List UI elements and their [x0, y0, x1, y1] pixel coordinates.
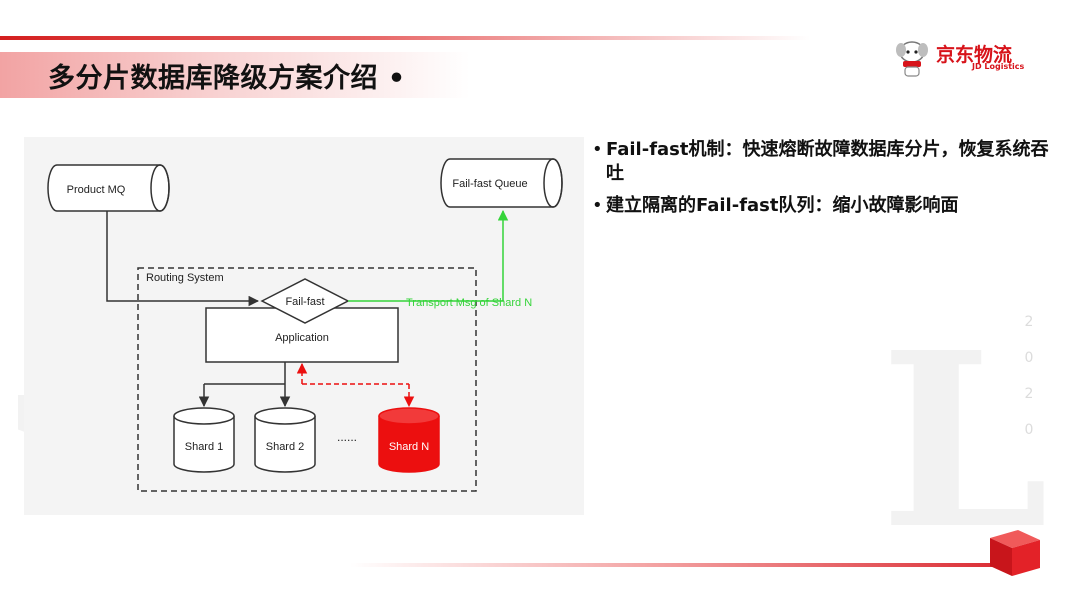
shard-2-label: Shard 2	[266, 441, 305, 453]
bullet-item: • 建立隔离的Fail-fast队列：缩小故障影响面	[592, 194, 1052, 218]
jd-dog-mascot-icon	[896, 41, 928, 77]
red-cube-icon	[990, 530, 1040, 576]
year-digit: 2	[1024, 386, 1034, 402]
bottom-accent-line	[350, 563, 1030, 567]
failfast-queue-node: Fail-fast Queue	[440, 158, 563, 208]
bullet-dot-icon: •	[592, 139, 603, 160]
shard-2-node: Shard 2	[254, 407, 316, 473]
year-digit: 0	[1024, 350, 1034, 366]
page-title: 多分片数据库降级方案介绍 •	[48, 63, 406, 94]
year-digit: 2	[1024, 314, 1034, 330]
logo-english-text: JD Logistics	[972, 62, 1025, 71]
top-accent-band	[0, 36, 1080, 40]
shard-1-label: Shard 1	[185, 441, 224, 453]
product-mq-label: Product MQ	[67, 184, 126, 196]
failfast-queue-label: Fail-fast Queue	[452, 178, 527, 190]
shard-1-node: Shard 1	[173, 407, 235, 473]
shard-n-label: Shard N	[389, 441, 429, 453]
application-label: Application	[275, 332, 329, 344]
logo-chinese-text: 京东物流	[936, 44, 1013, 66]
shard-n-node: Shard N	[378, 407, 440, 473]
bullet-text: 建立隔离的Fail-fast队列：缩小故障影响面	[606, 195, 959, 216]
year-digit: 0	[1024, 422, 1034, 438]
vertical-year: 2 0 2 0	[1022, 304, 1036, 448]
routing-system-label: Routing System	[146, 272, 224, 284]
routing-system-box	[137, 267, 477, 492]
title-highlight-band	[0, 52, 470, 98]
product-mq-node: Product MQ	[47, 164, 170, 212]
bullet-list: • Fail-fast机制：快速熔断故障数据库分片，恢复系统吞吐 • 建立隔离的…	[592, 138, 1052, 226]
bullet-dot-icon: •	[592, 195, 603, 216]
transport-label: Transport Msg of Shard N	[406, 297, 532, 309]
transport-arrow	[348, 209, 509, 302]
bullet-item: • Fail-fast机制：快速熔断故障数据库分片，恢复系统吞吐	[592, 138, 1052, 186]
jd-logistics-logo: 京东物流 JD Logistics	[892, 40, 1032, 78]
mq-to-failfast-arrow	[106, 211, 260, 307]
shard-ellipsis: ......	[337, 430, 357, 444]
bullet-text: Fail-fast机制：快速熔断故障数据库分片，恢复系统吞吐	[606, 139, 1049, 184]
failfast-label: Fail-fast	[285, 296, 324, 308]
